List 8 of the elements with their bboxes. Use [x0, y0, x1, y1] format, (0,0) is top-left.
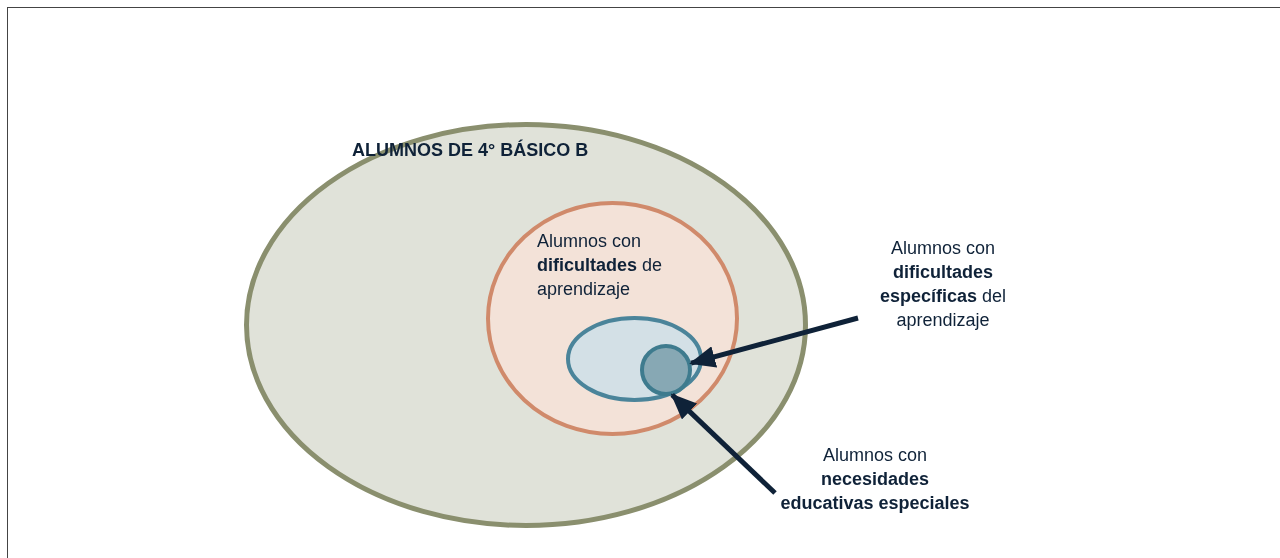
middle-ellipse	[486, 201, 739, 436]
callout-text: Alumnos con dificultades específicas del aprendizaje	[878, 237, 1008, 332]
arrow	[689, 315, 859, 368]
arrow	[670, 393, 777, 495]
region-title: ALUMNOS DE 4° BÁSICO B	[352, 138, 590, 162]
callout-text: Alumnos con necesidades educativas especiales	[779, 444, 971, 515]
region-label: Alumnos con dificultades de aprendizaje	[537, 230, 664, 301]
inner-ellipse	[566, 316, 703, 402]
